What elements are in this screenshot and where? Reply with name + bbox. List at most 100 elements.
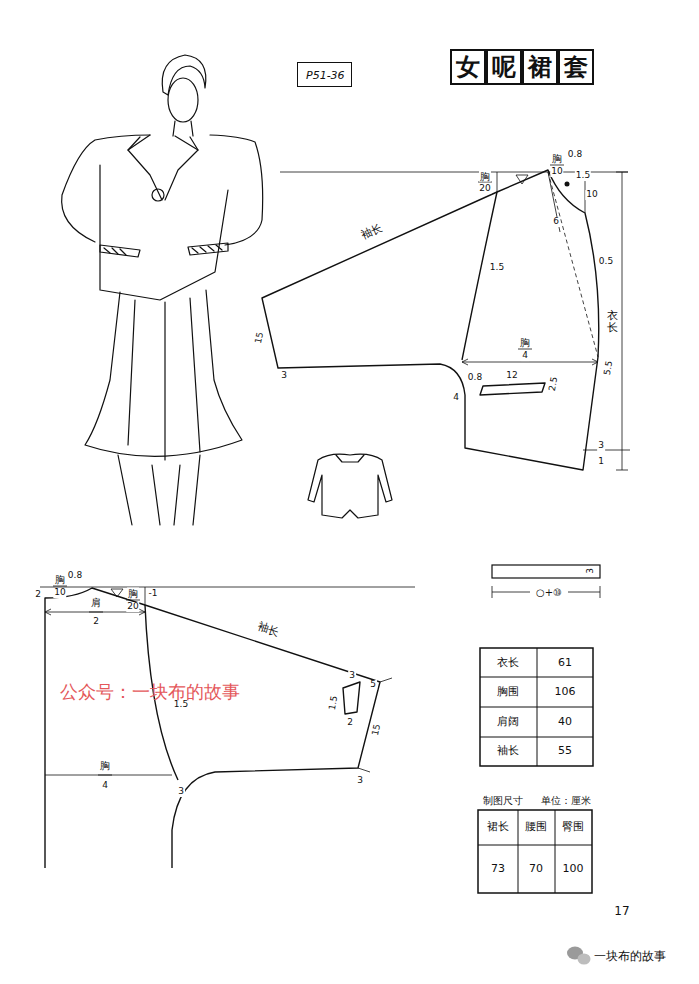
fraction-bottom: 4 <box>521 351 529 361</box>
drawing-line <box>128 298 200 460</box>
fraction-top: 胸 <box>54 574 66 585</box>
dimension: 2.5 <box>548 375 561 393</box>
title-text: 女呢裙套 <box>450 50 600 84</box>
drawing-line <box>128 135 198 200</box>
length-label: 袖长 <box>359 222 386 243</box>
drawing-line <box>548 172 560 232</box>
drawing-line <box>85 290 242 456</box>
drawing-line <box>462 359 598 365</box>
mark-dot <box>565 182 570 187</box>
code-text: P51-36 <box>306 69 343 82</box>
dimension: 2 <box>346 718 354 728</box>
drawing-line <box>492 565 600 578</box>
dimension: 3 <box>586 567 596 575</box>
drawing-line <box>104 245 222 255</box>
drawing-line <box>358 678 392 772</box>
drawing-line <box>478 810 592 893</box>
dimension: 3 <box>348 671 356 681</box>
dimension: 15 <box>254 330 266 345</box>
drawing-line <box>168 78 198 122</box>
fraction-bottom: 10 <box>550 167 563 177</box>
dimension: 0.8 <box>467 373 483 383</box>
back-piece-draft <box>262 170 599 470</box>
fraction-bottom: 10 <box>53 588 66 598</box>
collar-piece <box>492 565 600 598</box>
title-box-frame <box>296 62 354 92</box>
dimension: -1 <box>148 589 159 599</box>
length-label: 袖长 <box>255 621 282 640</box>
table-cell: 100 <box>562 863 585 875</box>
fraction-bottom: 2 <box>92 617 100 627</box>
drawing-line <box>480 648 593 766</box>
fashion-sketch <box>62 55 392 525</box>
table-cell: 袖长 <box>496 745 520 757</box>
table-caption: 制图尺寸 <box>482 795 524 806</box>
front-reference-lines <box>40 586 415 775</box>
table-cell: 70 <box>528 863 544 875</box>
drawing-line <box>583 172 630 470</box>
watermark: 公众号：一块布的故事 <box>59 682 241 702</box>
drawing-line <box>492 586 600 598</box>
dimension: 2 <box>34 590 42 600</box>
drawing-line <box>480 648 593 766</box>
dimension: 15 <box>371 722 383 737</box>
dimension: 6 <box>552 217 560 227</box>
drawing-line <box>100 243 228 257</box>
dimension: 4 <box>452 393 460 403</box>
table-cell: 40 <box>557 716 573 728</box>
drawing-line <box>53 586 140 775</box>
dimension: 1.5 <box>575 171 591 181</box>
drawing-line <box>173 121 193 136</box>
dimension: 0.8 <box>67 571 83 581</box>
drawing-line <box>100 165 228 300</box>
drawing-line <box>45 588 380 868</box>
collar-formula: ○+⑩ <box>535 587 563 598</box>
drawing-line <box>462 192 497 360</box>
drawing-line <box>478 810 592 893</box>
dimension: 1 <box>597 457 605 467</box>
fraction-bottom: 20 <box>478 184 491 194</box>
drawing-line <box>152 189 164 201</box>
watermark: 一块布的故事 <box>593 950 667 963</box>
fraction-bottom: 20 <box>126 602 139 612</box>
drawing-line <box>145 587 146 605</box>
drawing-line <box>162 55 206 95</box>
table-cell: 61 <box>557 657 573 669</box>
drawing-line <box>210 135 263 245</box>
drawing-line <box>480 383 545 395</box>
dimension: 0.5 <box>598 257 614 267</box>
page-number: 17 <box>613 905 630 918</box>
dimension: 1.5 <box>489 263 505 273</box>
front-piece-draft <box>45 588 380 868</box>
drawing-line <box>578 954 591 965</box>
drawing-line <box>336 455 364 462</box>
unit-note: 单位：厘米 <box>540 795 592 806</box>
wechat-icon <box>567 947 591 965</box>
dimension: 3 <box>356 776 364 786</box>
table-cell: 肩阔 <box>496 716 520 728</box>
drawing-line <box>118 455 200 525</box>
dimension: 5.5 <box>603 359 616 377</box>
dimension: 0.8 <box>567 150 583 160</box>
drawing-line <box>296 62 354 92</box>
fraction-bottom: 4 <box>101 781 109 791</box>
drawing-line <box>128 137 198 150</box>
table-cell: 106 <box>554 686 577 698</box>
table-cell: 55 <box>557 745 573 757</box>
drawing-line <box>62 135 150 242</box>
table-cell: 衣长 <box>496 657 520 669</box>
drawing-line <box>548 172 598 357</box>
fraction-top: 肩 <box>90 597 102 608</box>
size-tables <box>478 648 593 893</box>
fraction-top: 胸 <box>479 171 491 182</box>
dimension: 10 <box>585 190 598 200</box>
drawing-line <box>478 165 564 349</box>
table-cell: 裙长 <box>486 821 510 833</box>
drawing-line <box>497 172 498 192</box>
dimension: 1.5 <box>328 694 341 712</box>
drawing-line <box>262 170 599 470</box>
fraction-top: 胸 <box>519 337 531 348</box>
drawing-line <box>308 454 392 518</box>
drawing-line <box>516 175 528 184</box>
